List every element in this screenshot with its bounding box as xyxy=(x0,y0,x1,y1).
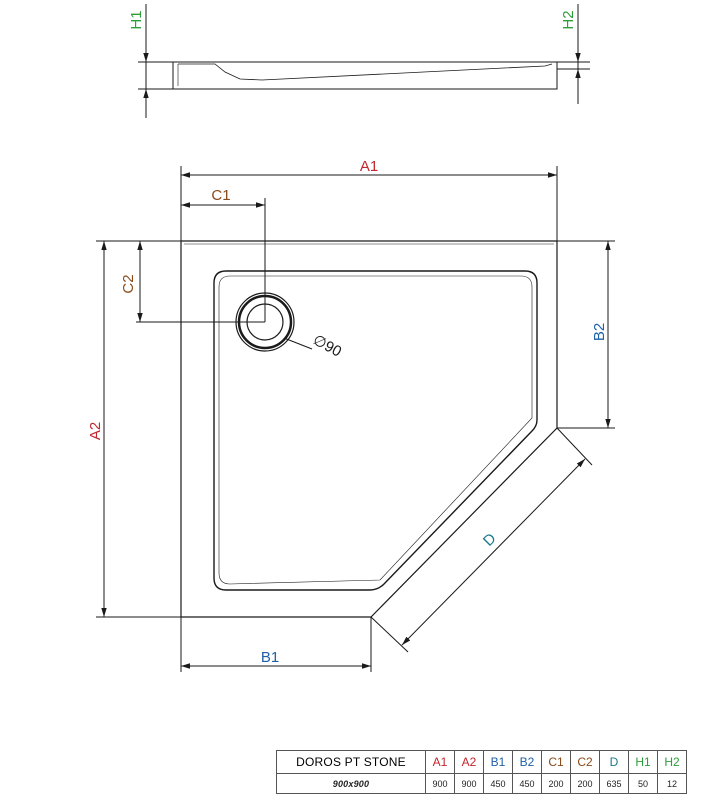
col-header-a1: A1 xyxy=(425,750,455,774)
tray-profile-outline xyxy=(172,61,558,90)
value-c1: 200 xyxy=(541,773,571,794)
label-c2: C2 xyxy=(120,274,137,293)
spec-table: DOROS PT STONE A1 A2 B1 B2 C1 C2 D H1 H2… xyxy=(276,750,687,794)
label-h1: H1 xyxy=(128,10,145,29)
value-a1: 900 xyxy=(425,773,455,794)
label-b2: B2 xyxy=(591,323,608,341)
col-header-d: D xyxy=(599,750,629,774)
label-c1: C1 xyxy=(211,187,230,204)
value-c2: 200 xyxy=(570,773,600,794)
model-size: 900x900 xyxy=(276,773,426,794)
label-b1: B1 xyxy=(261,649,279,666)
label-d: D xyxy=(480,530,500,550)
col-header-h1: H1 xyxy=(628,750,658,774)
value-d: 635 xyxy=(599,773,629,794)
value-h1: 50 xyxy=(628,773,658,794)
col-header-b2: B2 xyxy=(512,750,542,774)
col-header-a2: A2 xyxy=(454,750,484,774)
value-b1: 450 xyxy=(483,773,513,794)
dimension-lines xyxy=(96,166,615,672)
col-header-b1: B1 xyxy=(483,750,513,774)
tray-outer-outline xyxy=(180,240,558,618)
value-a2: 900 xyxy=(454,773,484,794)
value-h2: 12 xyxy=(657,773,687,794)
technical-drawing: H1 H2 xyxy=(87,4,615,672)
tray-profile-inner xyxy=(178,63,553,81)
model-name: DOROS PT STONE xyxy=(276,750,426,774)
tray-inner-basin xyxy=(213,270,538,591)
col-header-c1: C1 xyxy=(541,750,571,774)
spec-table-value-row: 900x900 900 900 450 450 200 200 635 50 1… xyxy=(276,773,687,794)
label-a1: A1 xyxy=(360,158,378,175)
side-profile xyxy=(138,4,590,118)
col-header-c2: C2 xyxy=(570,750,600,774)
label-a2: A2 xyxy=(87,422,104,440)
spec-table-header-row: DOROS PT STONE A1 A2 B1 B2 C1 C2 D H1 H2 xyxy=(276,750,687,774)
col-header-h2: H2 xyxy=(657,750,687,774)
label-h2: H2 xyxy=(560,10,577,29)
plan-view xyxy=(180,240,558,618)
value-b2: 450 xyxy=(512,773,542,794)
